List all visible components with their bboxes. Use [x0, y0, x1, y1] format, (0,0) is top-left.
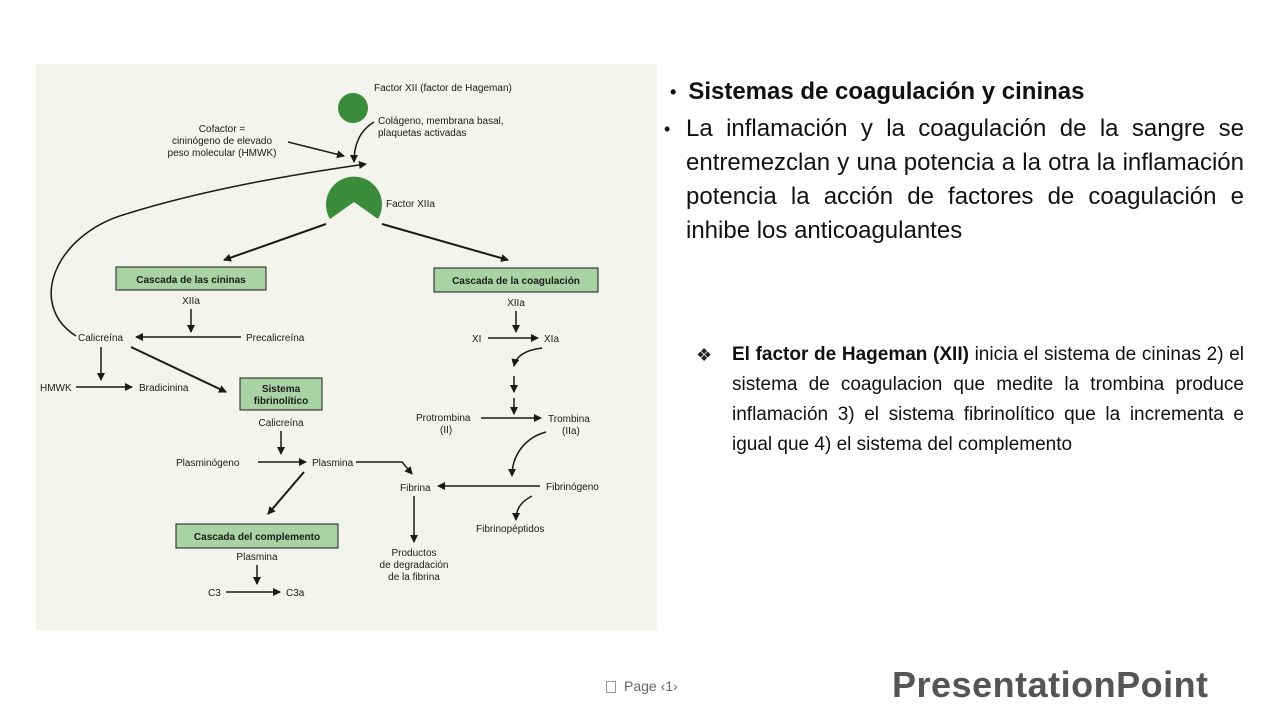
label-cascade-complement: Cascada del complemento: [194, 532, 320, 543]
arrow-trombina-curve: [508, 431, 547, 477]
label-c3a: C3a: [286, 588, 305, 599]
label-fibrinopeptidos: Fibrinopéptidos: [476, 524, 544, 535]
text-block: • Sistemas de coagulación y cininas • La…: [664, 78, 1244, 248]
arrow-to-coagulation: [381, 223, 509, 262]
arrow-fibrinogeno-curve: [512, 495, 533, 521]
label-plasminogeno: Plasminógeno: [176, 458, 240, 469]
sub-bullet: ❖ El factor de Hageman (XII) inicia el s…: [696, 340, 1244, 460]
label-cascade-kinins: Cascada de las cininas: [136, 275, 246, 286]
label-xia: XIa: [544, 334, 559, 345]
box-cascade-complement: [175, 523, 339, 549]
label-protrombina-2: (II): [440, 425, 452, 436]
label-calicreina-2: Calicreína: [258, 418, 303, 429]
label-cofactor-2: cininógeno de elevado: [172, 136, 273, 147]
bullet-title-text: Sistemas de coagulación y cininas: [688, 78, 1085, 105]
label-productos-1: Productos: [391, 548, 436, 559]
arrow-calicreina-fibrinolytic: [130, 346, 227, 393]
label-bradicinina: Bradicinina: [139, 383, 189, 394]
bullet-paragraph-text: La inflamación y la coagulación de la sa…: [686, 115, 1244, 244]
label-trombina-1: Trombina: [548, 414, 590, 425]
label-fibrina: Fibrina: [400, 483, 431, 494]
label-cofactor-1: Cofactor =: [199, 124, 246, 135]
label-productos-3: de la fibrina: [388, 572, 440, 583]
box-cascade-coagulation: [433, 267, 599, 293]
diamond-bullet-icon: ❖: [696, 345, 713, 365]
factor-xiia-shape: [326, 176, 383, 219]
label-c3: C3: [208, 588, 221, 599]
arrow-cofactor: [287, 141, 345, 159]
arrow-kallikrein-feedback: [50, 161, 367, 337]
factor-xii-circle: [338, 93, 368, 123]
label-cofactor-3: peso molecular (HMWK): [168, 148, 277, 159]
page-icon: [606, 681, 616, 694]
diagram-background: [36, 64, 657, 630]
presentationpoint-logo: PresentationPoint: [892, 664, 1209, 706]
label-cascade-coagulation: Cascada de la coagulación: [452, 276, 580, 287]
label-precalicreina: Precalicreína: [246, 333, 305, 344]
arrow-plasmina-complement: [267, 471, 305, 515]
coagulation-kinin-diagram: Factor XII (factor de Hageman) Colágeno,…: [36, 64, 657, 630]
label-fibrinogeno: Fibrinógeno: [546, 482, 599, 493]
arrow-to-kinins: [223, 223, 327, 262]
bullet-dot-icon: •: [670, 81, 677, 102]
box-cascade-kinins: [115, 266, 267, 291]
label-calicreina: Calicreína: [78, 333, 123, 344]
bullet-dot-icon: •: [664, 119, 671, 139]
page-number-text: Page ‹1›: [624, 678, 678, 694]
arrow-xia-curve: [511, 347, 543, 367]
bullet-title: • Sistemas de coagulación y cininas: [670, 78, 1244, 106]
logo-part-b: Point: [1116, 664, 1209, 705]
sub-bullet-strong: El factor de Hageman (XII): [732, 344, 969, 365]
logo-part-a: Presentation: [892, 664, 1117, 705]
label-factor-xii: Factor XII (factor de Hageman): [374, 83, 512, 94]
label-trombina-2: (IIa): [562, 426, 580, 437]
arrow-plasmina-fibrina: [356, 461, 413, 475]
label-protrombina-1: Protrombina: [416, 413, 471, 424]
page-number: Page ‹1›: [606, 678, 678, 694]
label-xi: XI: [472, 334, 481, 345]
bullet-paragraph: • La inflamación y la coagulación de la …: [664, 112, 1244, 248]
box-fibrinolytic: [239, 377, 323, 411]
arrow-collagen: [350, 121, 375, 163]
label-factor-xiia: Factor XIIa: [386, 199, 435, 210]
label-productos-2: de degradación: [380, 560, 449, 571]
label-collagen-2: plaquetas activadas: [378, 128, 466, 139]
sub-bullet-text: inicia el sistema de cininas 2) el siste…: [732, 344, 1244, 455]
label-xiia-left: XIIa: [182, 296, 200, 307]
label-collagen-1: Colágeno, membrana basal,: [378, 116, 504, 127]
label-hmwk: HMWK: [40, 383, 72, 394]
label-plasmina-2: Plasmina: [236, 552, 278, 563]
label-xiia-right: XIIa: [507, 298, 525, 309]
label-fibrinolytic-1: Sistema: [262, 384, 301, 395]
label-fibrinolytic-2: fibrinolítico: [254, 396, 308, 407]
label-plasmina: Plasmina: [312, 458, 354, 469]
